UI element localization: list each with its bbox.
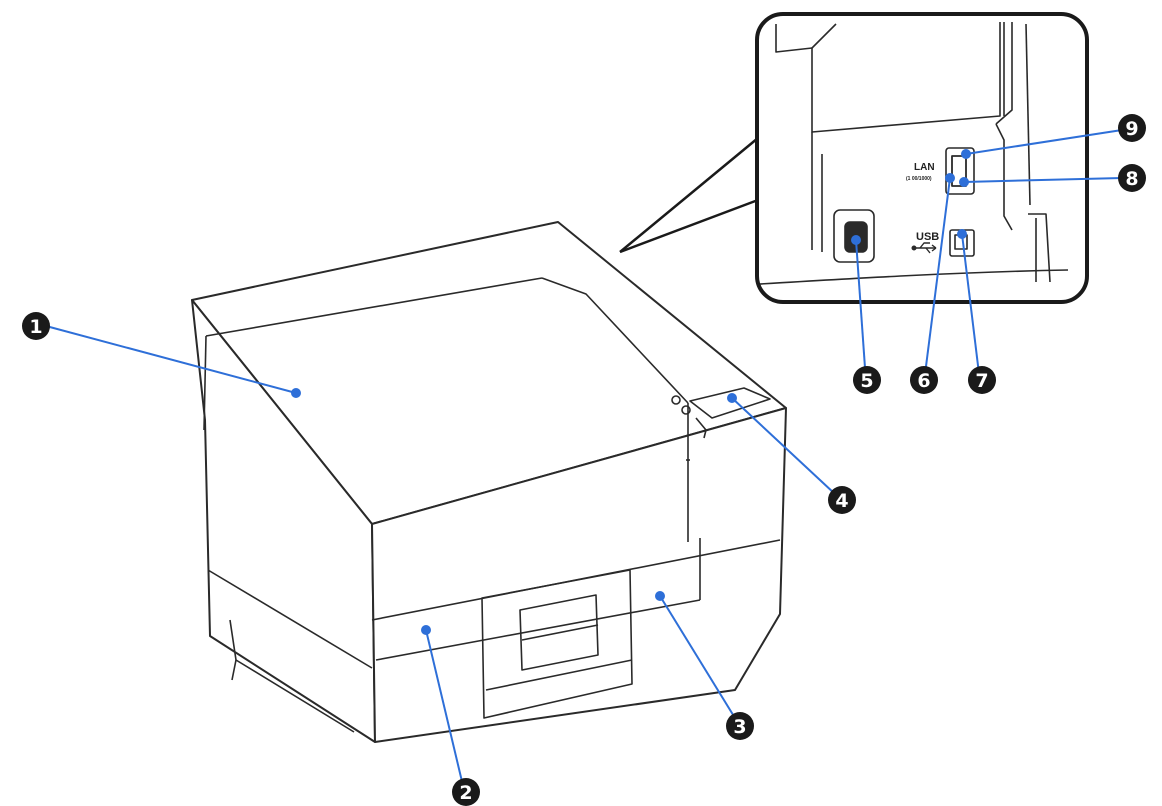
printer-body <box>191 221 787 743</box>
svg-text:7: 7 <box>975 370 988 392</box>
callout-6: 6 <box>910 366 938 394</box>
control-panel-shape <box>689 387 771 419</box>
svg-text:8: 8 <box>1125 168 1138 190</box>
svg-text:1: 1 <box>29 316 42 338</box>
lan-label: LAN <box>914 162 935 173</box>
callout-4: 4 <box>828 486 856 514</box>
svg-text:6: 6 <box>917 370 930 392</box>
callout-5: 5 <box>853 366 881 394</box>
callout-8: 8 <box>1118 164 1146 192</box>
lan-port-outline <box>945 147 975 195</box>
leader-lines <box>45 129 1123 791</box>
callout-2: 2 <box>452 778 480 806</box>
svg-text:2: 2 <box>459 782 472 804</box>
usb-label: USB <box>916 231 939 243</box>
output-tray <box>481 569 633 719</box>
callout-1: 1 <box>22 312 50 340</box>
rear-panel-detail <box>759 22 1069 285</box>
svg-text:9: 9 <box>1125 118 1138 140</box>
zoom-bubble <box>619 12 1089 304</box>
printer-details <box>203 277 781 733</box>
svg-text:4: 4 <box>835 490 848 512</box>
svg-text:3: 3 <box>733 716 746 738</box>
ac-inlet-outline <box>833 209 875 263</box>
lan-sublabel: (1 00/1000) <box>906 176 932 182</box>
svg-text:5: 5 <box>860 370 873 392</box>
callout-7: 7 <box>968 366 996 394</box>
callout-3: 3 <box>726 712 754 740</box>
usb-symbol-icon <box>911 242 937 254</box>
printer-left-face <box>191 299 376 743</box>
printer-front-face <box>371 407 787 743</box>
callout-9: 9 <box>1118 114 1146 142</box>
